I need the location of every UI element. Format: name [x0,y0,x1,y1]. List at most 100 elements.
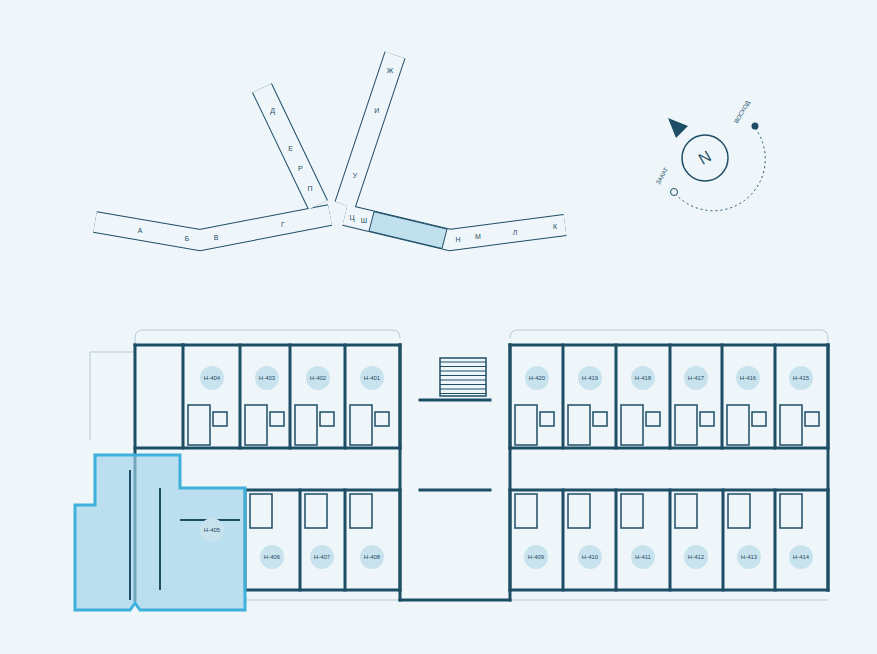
section-letter: П [307,185,312,192]
bathroom [350,494,372,528]
apartment-badge: Н-420 [525,366,549,390]
wall [135,447,400,450]
wall [399,345,402,600]
wall [400,599,510,602]
section-letter: Д [270,107,275,114]
wall [344,345,347,448]
section-letter: Ж [387,67,393,74]
wall [562,490,565,590]
apartment-badge: Н-402 [306,366,330,390]
bathroom [320,412,334,426]
section-letter: Б [185,234,190,241]
bathroom [728,494,750,528]
wall [669,490,672,590]
compass-label: ЗАКАТ [655,167,669,186]
wall [299,490,302,590]
apartment-badge: Н-409 [524,545,548,569]
bathroom [270,412,284,426]
wall [722,490,725,590]
wall [721,345,724,448]
compass-label: ВОСХОД [733,100,751,125]
apartment-badge: Н-407 [310,545,334,569]
bathroom [375,412,389,426]
bathroom [621,494,643,528]
apartment-number: Н-416 [740,375,756,381]
bathroom [188,405,210,445]
wall [399,490,402,590]
apartment-number: Н-408 [364,554,380,560]
apartment-badge: Н-412 [684,545,708,569]
wall [827,490,830,590]
bathroom [593,412,607,426]
sunset-dot [671,189,678,196]
selected-apartment [75,455,245,610]
wing-outline [262,88,318,205]
section-letter: К [553,223,557,230]
wing-outline [345,55,395,205]
compass-label: N [696,148,714,168]
wall [135,344,183,347]
wall [562,345,565,448]
apartment-number: Н-420 [529,375,545,381]
sun-path [672,128,765,211]
bathroom [515,494,537,528]
section-letter: А [138,226,143,233]
bathroom [646,412,660,426]
apartment-number: Н-409 [528,554,544,560]
wall [420,489,490,492]
apartment-badge: Н-401 [360,366,384,390]
bathroom [752,412,766,426]
section-letter: М [475,233,481,240]
apartment-badge: Н-403 [255,366,279,390]
apartment-number: Н-404 [204,375,220,381]
section-letter: Н [455,236,460,243]
bathroom [727,405,749,445]
wall [615,490,618,590]
wall [182,345,185,448]
apartment-number: Н-411 [635,554,651,560]
section-letter: Ш [361,216,367,223]
section-letter: Ц [349,213,354,220]
section-letter: И [374,107,379,114]
wing-outline [95,215,330,240]
apartment-number: Н-415 [793,375,809,381]
bathroom [675,405,697,445]
section-letter: Л [513,228,518,235]
wing-fill [262,88,318,205]
wall [827,345,830,590]
bathroom [540,412,554,426]
bathroom [621,405,643,445]
apartment-badge: Н-419 [578,366,602,390]
apartment-walls [130,470,240,600]
section-letter: Р [298,165,303,172]
bathroom [250,494,272,528]
section-letter: Е [288,145,293,152]
bathroom [568,405,590,445]
sunrise-dot [752,123,759,130]
stairs [440,358,486,396]
bathroom [295,405,317,445]
apartment-number: Н-414 [793,554,809,560]
apartment-badge: Н-418 [631,366,655,390]
wall [774,490,777,590]
bathroom [568,494,590,528]
wing-fill [95,215,330,240]
apartment-badge: Н-414 [789,545,813,569]
apartment-badge: Н-413 [737,545,761,569]
wall [399,345,402,448]
apartment-number: Н-406 [264,554,280,560]
apartment-number: Н-412 [688,554,704,560]
apartment-number: Н-417 [688,375,704,381]
apartment-badge: Н-416 [736,366,760,390]
wall [509,345,512,448]
apartment-number: Н-410 [582,554,598,560]
bathroom [700,412,714,426]
apartment-badge: Н-406 [260,545,284,569]
apartment-number: Н-405 [204,527,220,533]
wall [669,345,672,448]
bathroom [780,494,802,528]
apartment-badge: Н-410 [578,545,602,569]
bathroom [805,412,819,426]
wing-fill [345,55,395,205]
